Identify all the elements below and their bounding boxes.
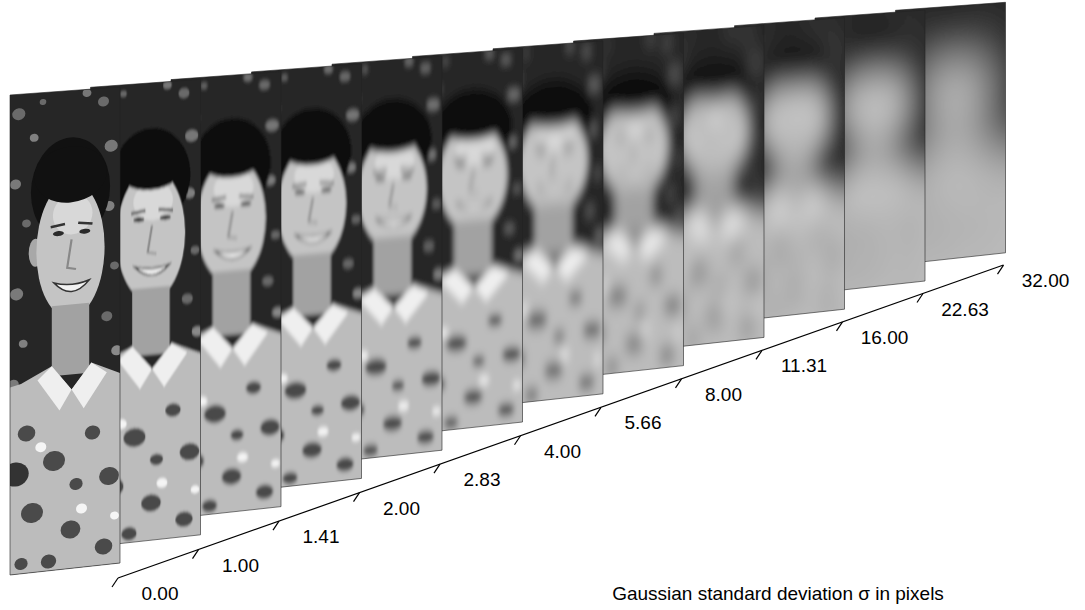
tick-label: 32.00	[1022, 270, 1070, 292]
axis-tick	[515, 436, 521, 445]
axis-tick	[193, 550, 199, 559]
axis-tick	[434, 464, 440, 473]
axis-tick	[917, 294, 923, 303]
axis-tick	[354, 493, 360, 502]
tick-label: 5.66	[625, 412, 662, 434]
panel-edge	[10, 87, 120, 575]
axis-tick	[595, 407, 601, 416]
axis-tick	[112, 578, 118, 587]
tick-label: 2.83	[464, 469, 501, 491]
tick-label: 1.41	[303, 526, 340, 548]
tick-label: 22.63	[941, 299, 989, 321]
tick-label: 16.00	[861, 327, 909, 349]
tick-label: 0.00	[142, 583, 179, 605]
axis-title: Gaussian standard deviation σ in pixels	[612, 583, 944, 605]
axis-tick	[998, 265, 1004, 274]
axis-tick	[273, 521, 279, 530]
tick-label: 2.00	[383, 498, 420, 520]
original-image-panel	[0, 0, 285, 610]
tick-label: 11.31	[781, 355, 827, 377]
tick-label: 8.00	[705, 384, 742, 406]
axis-tick	[756, 350, 762, 359]
axis-tick	[676, 379, 682, 388]
tick-label: 4.00	[544, 441, 581, 463]
tick-label: 1.00	[222, 555, 259, 577]
axis-tick	[837, 322, 843, 331]
